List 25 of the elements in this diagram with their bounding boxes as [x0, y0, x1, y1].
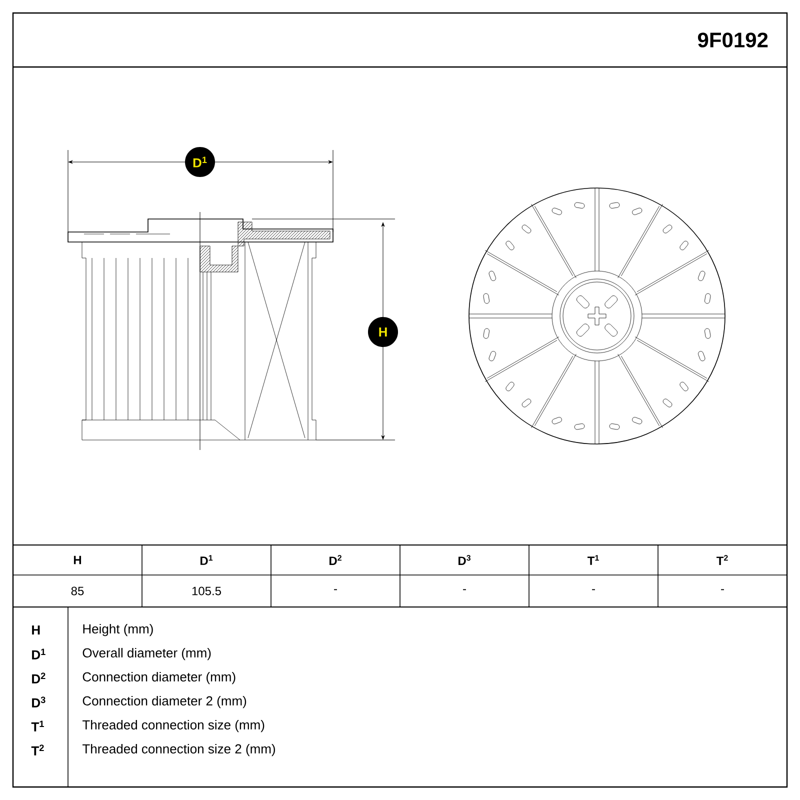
abbreviation: D$^{3}$: [32, 696, 46, 708]
column-heading: T$^{2}$: [716, 555, 728, 565]
table-value: -: [721, 589, 724, 590]
description: Threaded connection size (mm): [82, 720, 264, 732]
column-heading: D$^{3}$: [458, 555, 471, 565]
description: Height (mm): [83, 624, 153, 636]
column-heading: D$^{1}$: [200, 555, 213, 565]
abbreviation: H: [32, 626, 40, 634]
abbreviation: T$^{1}$: [31, 720, 44, 732]
description: Threaded connection size 2 (mm): [82, 744, 275, 756]
column-heading: T$^{1}$: [588, 555, 599, 565]
description: Connection diameter 2 (mm): [82, 696, 246, 708]
abbreviation: D$^{1}$: [32, 648, 46, 660]
column-heading: H: [74, 556, 82, 564]
table-value: 85: [71, 586, 84, 596]
table-value: -: [463, 589, 466, 590]
table-value: 105.5: [192, 586, 221, 596]
description: Overall diameter (mm): [82, 648, 211, 660]
column-heading: D$^{2}$: [330, 555, 342, 565]
part-number: 9F0192: [698, 32, 768, 48]
table-value: -: [334, 589, 337, 590]
abbreviation: T$^{2}$: [31, 744, 44, 756]
table-value: -: [592, 589, 595, 590]
description: Connection diameter (mm): [82, 672, 236, 684]
abbreviation: D$^{2}$: [32, 672, 46, 684]
